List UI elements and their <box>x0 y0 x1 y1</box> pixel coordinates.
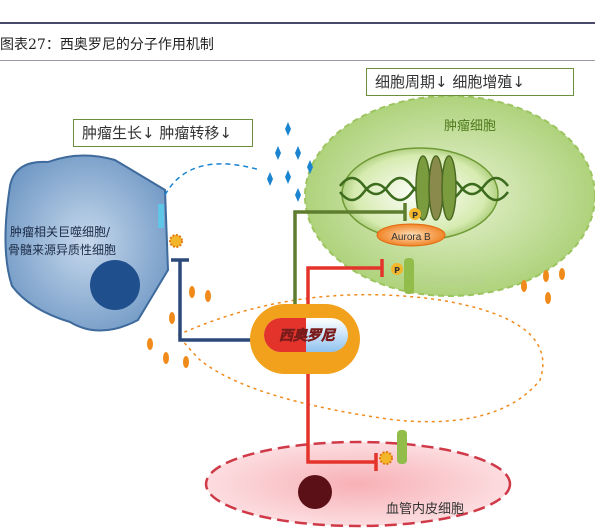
chromosome <box>441 155 457 221</box>
tumor-cell: Aurora B 肿瘤细胞 <box>304 95 595 297</box>
cell-cycle-box: 细胞周期↓ 细胞增殖↓ <box>366 68 574 96</box>
endothelial-label: 血管内皮细胞 <box>386 501 464 517</box>
tumor-effects-box: 肿瘤生长↓ 肿瘤转移↓ <box>73 119 253 147</box>
macrophage-nucleus <box>90 260 140 310</box>
endothelial-cell: 血管内皮细胞 <box>204 440 512 528</box>
endothelial-receptor <box>397 430 407 464</box>
tumor-effects-label: 肿瘤生长↓ 肿瘤转移↓ <box>82 124 232 142</box>
phospho-icon: P P <box>391 208 421 275</box>
secretion-arrow <box>164 163 261 196</box>
receptor-label: VEGFR/PDGFR <box>420 276 486 286</box>
figure-caption: 图表27：西奥罗尼的分子作用机制 <box>0 37 214 53</box>
macrophage-cell: 肿瘤相关巨噬细胞/ 骨髓来源异质性细胞 <box>4 154 170 332</box>
tumor-cell-label: 肿瘤细胞 <box>444 118 496 134</box>
tumor-receptor <box>404 258 414 294</box>
drug-particles <box>147 268 565 368</box>
macrophage-label: 骨髓来源异质性细胞 <box>8 243 116 257</box>
drug-capsule: 西奥罗尼 <box>250 304 360 374</box>
endothelial-nucleus <box>298 475 332 509</box>
inhibition-line-aurora <box>293 210 405 305</box>
aurora-b-label: Aurora B <box>391 232 431 243</box>
secreted-factors <box>267 122 313 202</box>
macrophage-receptor <box>158 204 164 228</box>
svg-text:P: P <box>412 211 418 220</box>
inhibition-line-endothelial <box>306 370 376 464</box>
inhibition-line-receptor <box>306 266 382 305</box>
drug-label: 西奥罗尼 <box>279 327 337 344</box>
activation-star-icon <box>169 234 393 465</box>
top-rule <box>0 22 595 24</box>
caption-rule <box>0 60 595 61</box>
circulation-path <box>176 293 544 423</box>
aurora-b-enzyme <box>376 223 446 247</box>
macrophage-label: 肿瘤相关巨噬细胞/ <box>10 224 111 239</box>
chromosome <box>428 155 444 221</box>
svg-text:P: P <box>394 266 400 275</box>
inhibition-line-macrophage <box>178 260 255 342</box>
cell-cycle-label: 细胞周期↓ 细胞增殖↓ <box>375 73 525 91</box>
